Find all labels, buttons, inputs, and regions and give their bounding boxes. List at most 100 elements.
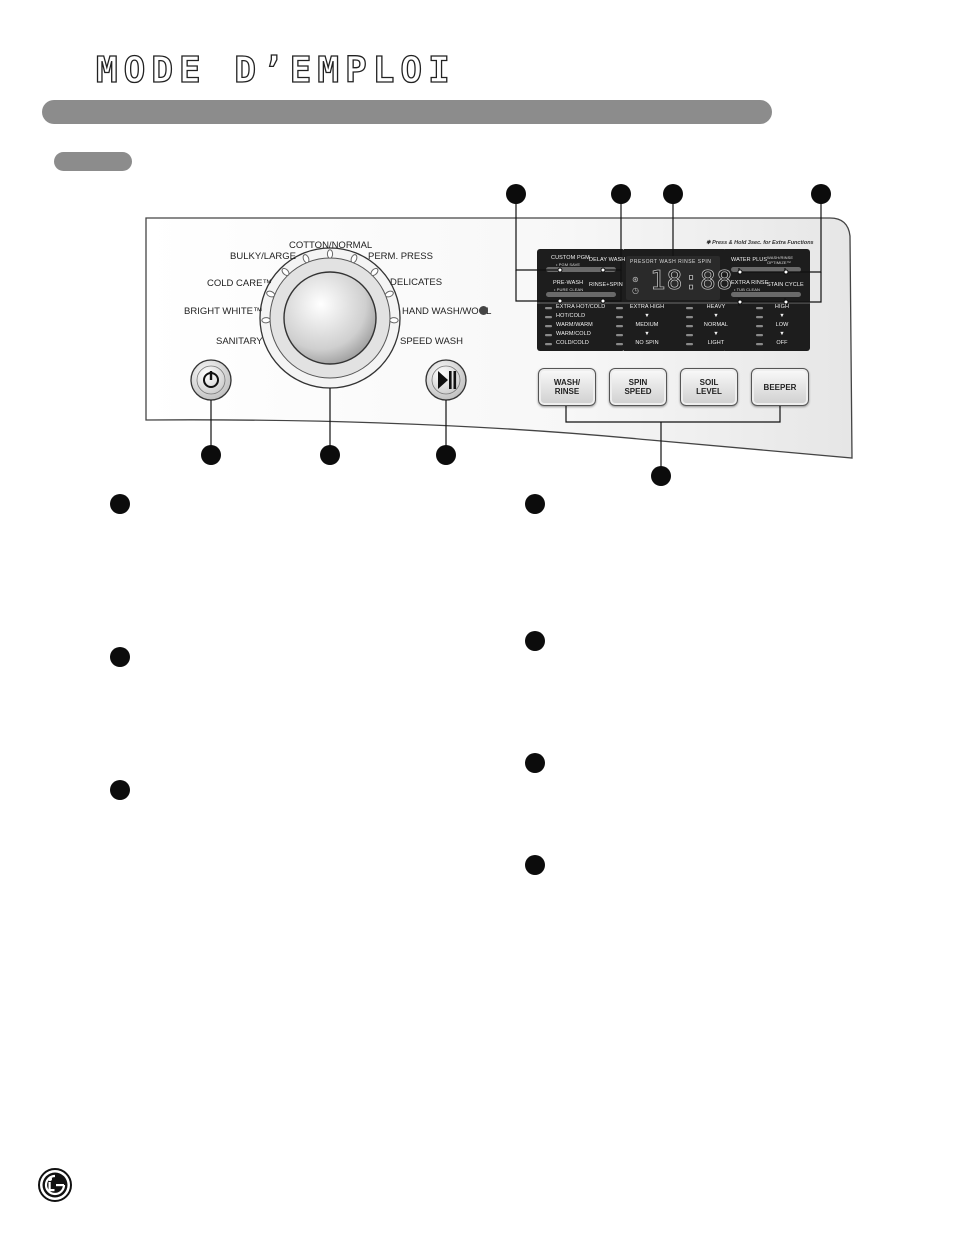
option-label: COLD/COLD xyxy=(556,340,589,346)
lcd-time: 18:88 xyxy=(650,266,734,297)
option-label: ▼ xyxy=(779,331,785,337)
option-label: EXTRA HIGH xyxy=(629,304,665,310)
delay-wash-label: DELAY WASH xyxy=(589,257,626,263)
control-panel-illustration: COTTON/NORMAL PERM. PRESS DELICATES HAND… xyxy=(0,0,954,500)
section-marker xyxy=(110,780,130,800)
option-led xyxy=(616,307,623,310)
callout-marker xyxy=(663,184,683,204)
pre-wash-label: PRE-WASH xyxy=(553,280,584,286)
extra-functions-note: ✱ Press & Hold 3sec. for Extra Functions xyxy=(706,240,814,246)
cycle-label: BRIGHT WHITE™ xyxy=(184,306,263,317)
option-label: LOW xyxy=(775,322,789,328)
option-label: NORMAL xyxy=(703,322,729,328)
beeper-button[interactable]: BEEPER xyxy=(751,368,809,406)
pure-clean-label: • PURE CLEAN xyxy=(554,287,584,292)
callout-marker xyxy=(611,184,631,204)
panel-graphics xyxy=(145,193,853,468)
option-led xyxy=(545,316,552,319)
tub-clean-label: • TUB CLEAN xyxy=(734,287,760,292)
callout-marker xyxy=(320,445,340,465)
option-led xyxy=(616,334,623,337)
clock-icon: ◷ xyxy=(632,286,639,295)
option-led xyxy=(756,325,763,328)
title-bar xyxy=(42,100,772,124)
callout-marker xyxy=(201,445,221,465)
option-led xyxy=(686,334,693,337)
option-led xyxy=(686,343,693,346)
option-led xyxy=(545,334,552,337)
option-led xyxy=(756,343,763,346)
option-label: EXTRA HOT/COLD xyxy=(556,304,606,310)
option-led xyxy=(686,325,693,328)
option-led xyxy=(616,343,623,346)
custom-pgm-label: CUSTOM PGM xyxy=(551,255,590,261)
option-label: LIGHT xyxy=(707,340,725,346)
option-label: WARM/COLD xyxy=(556,331,591,337)
callout-marker xyxy=(506,184,526,204)
soil-level-button[interactable]: SOIL LEVEL xyxy=(680,368,738,406)
section-marker xyxy=(110,647,130,667)
option-led xyxy=(756,316,763,319)
option-label: MEDIUM xyxy=(635,322,659,328)
page-title: MODE D’EMPLOI xyxy=(95,49,456,91)
option-led xyxy=(545,325,552,328)
section-pill xyxy=(54,152,132,171)
option-label: ▼ xyxy=(779,313,785,319)
option-label: WARM/WARM xyxy=(556,322,593,328)
option-label: ▼ xyxy=(713,331,719,337)
section-marker xyxy=(110,494,130,514)
option-label: OFF xyxy=(776,340,788,346)
cycle-label: DELICATES xyxy=(390,277,443,288)
cycle-label: PERM. PRESS xyxy=(368,251,433,262)
option-label: ▼ xyxy=(644,331,650,337)
lg-logo xyxy=(38,1168,72,1202)
section-marker xyxy=(525,855,545,875)
lcd-display: PRESORT WASH RINSE SPIN ⊛ ◷ 18:88 xyxy=(626,256,733,300)
cycle-label: SANITARY xyxy=(216,336,263,347)
callout-marker xyxy=(436,445,456,465)
section-marker xyxy=(525,631,545,651)
dial-position-marker xyxy=(266,290,276,298)
rinse-spin-label: RINSE+SPIN xyxy=(589,282,623,288)
lcd-status: PRESORT WASH RINSE SPIN xyxy=(630,259,712,265)
option-led xyxy=(616,325,623,328)
option-label: ▼ xyxy=(713,313,719,319)
lock-icon: ⊛ xyxy=(632,275,639,284)
option-led xyxy=(545,307,552,310)
wash-rinse-optimize-label: WASH/RINSE xyxy=(767,255,794,260)
dial-position-marker xyxy=(350,254,358,264)
spin-speed-button[interactable]: SPIN SPEED xyxy=(609,368,667,406)
option-label: HOT/COLD xyxy=(556,313,586,319)
option-label: HIGH xyxy=(774,304,790,310)
display-right-block xyxy=(722,249,810,351)
extra-rinse-label: EXTRA RINSE xyxy=(731,280,769,286)
option-led xyxy=(756,307,763,310)
option-led xyxy=(616,316,623,319)
wash-rinse-button[interactable]: WASH/ RINSE xyxy=(538,368,596,406)
play-pause-icon xyxy=(438,371,448,389)
cycle-label: HAND WASH/WOOL xyxy=(402,306,492,317)
cycle-label: SPEED WASH xyxy=(400,336,463,347)
option-led xyxy=(756,334,763,337)
cycle-label: COLD CARE™ xyxy=(207,278,272,289)
dial-position-marker xyxy=(302,254,310,264)
section-marker xyxy=(525,753,545,773)
lcd-icons: ⊛ ◷ xyxy=(632,274,639,296)
callout-marker xyxy=(811,184,831,204)
option-led xyxy=(686,307,693,310)
dial-position-marker xyxy=(326,249,334,259)
dial-position-marker xyxy=(281,267,290,276)
option-led xyxy=(545,343,552,346)
wool-icon xyxy=(479,306,488,315)
display-left-block xyxy=(537,249,625,351)
cycle-label: COTTON/NORMAL xyxy=(289,240,373,251)
option-label: HEAVY xyxy=(706,304,726,310)
dial-knob xyxy=(283,271,377,365)
section-marker xyxy=(525,494,545,514)
water-plus-label: WATER PLUS xyxy=(731,257,768,263)
dial-position-marker xyxy=(389,317,399,324)
pgm-save-label: • PGM SAVE xyxy=(556,262,581,267)
option-led xyxy=(686,316,693,319)
dial-position-marker xyxy=(370,267,379,276)
option-label: NO SPIN xyxy=(635,340,659,346)
